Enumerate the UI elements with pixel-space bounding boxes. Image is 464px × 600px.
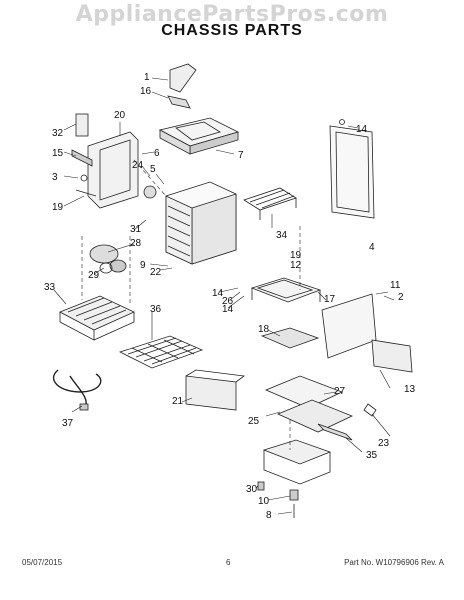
callout-35: 35 bbox=[366, 450, 378, 461]
callout-2: 2 bbox=[398, 292, 404, 303]
part-oven-cavity bbox=[143, 181, 237, 265]
callout-30: 30 bbox=[246, 484, 258, 495]
callout-36: 36 bbox=[150, 304, 162, 315]
alignment-lines bbox=[81, 159, 301, 450]
callout-24: 24 bbox=[132, 160, 144, 171]
part-convection-motor bbox=[89, 244, 127, 274]
part-wire-harness bbox=[52, 369, 102, 411]
part-base-plate bbox=[264, 375, 354, 433]
callout-19: 19 bbox=[290, 250, 302, 261]
callout-11: 11 bbox=[390, 280, 401, 291]
callout-16: 16 bbox=[140, 86, 152, 97]
watermark: AppliancePartsPros.com bbox=[75, 2, 389, 27]
callout-25: 25 bbox=[248, 416, 260, 427]
callout-29: 29 bbox=[88, 270, 100, 281]
callout-8: 8 bbox=[266, 510, 272, 521]
callout-26: 26 bbox=[222, 296, 234, 307]
callout-9: 9 bbox=[140, 260, 146, 271]
callout-19: 19 bbox=[52, 202, 64, 213]
callout-10: 10 bbox=[258, 496, 270, 507]
callout-13: 13 bbox=[404, 384, 416, 395]
callout-23: 23 bbox=[378, 438, 390, 449]
callout-28: 28 bbox=[130, 238, 142, 249]
footer-page-number: 6 bbox=[226, 558, 231, 567]
footer-date: 05/07/2015 bbox=[22, 558, 63, 567]
callout-14: 14 bbox=[0, 0, 12, 3]
part-drawer bbox=[185, 369, 246, 411]
part-small-rack bbox=[243, 187, 297, 220]
callout-32: 32 bbox=[52, 128, 64, 139]
callout-27: 27 bbox=[334, 386, 346, 397]
part-back-panel bbox=[321, 293, 413, 373]
callout-15: 15 bbox=[52, 148, 64, 159]
page-title: CHASSIS PARTS bbox=[161, 22, 303, 39]
callout-33: 33 bbox=[44, 282, 56, 293]
leader-lines bbox=[53, 77, 395, 515]
callout-21: 21 bbox=[172, 396, 184, 407]
part-burner-bracket bbox=[317, 403, 377, 441]
callout-1: 1 bbox=[144, 72, 150, 83]
callout-12: 12 bbox=[290, 260, 302, 271]
callout-31: 31 bbox=[130, 224, 142, 235]
part-broiler-rack bbox=[59, 295, 135, 341]
part-oven-rack bbox=[118, 335, 204, 369]
callout-3: 3 bbox=[52, 172, 58, 183]
callout-22: 22 bbox=[150, 267, 162, 278]
callout-4: 4 bbox=[369, 242, 375, 253]
part-top-bracket bbox=[167, 63, 197, 109]
callout-20: 20 bbox=[114, 110, 126, 121]
part-side-panel bbox=[71, 113, 139, 209]
callout-14: 14 bbox=[222, 304, 234, 315]
part-burner-box bbox=[158, 117, 240, 155]
callout-14: 14 bbox=[356, 124, 368, 135]
footer-part-number: Part No. W10796906 Rev. A bbox=[344, 558, 444, 567]
callout-5: 5 bbox=[150, 164, 156, 175]
callout-6: 6 bbox=[154, 148, 160, 159]
callout-37: 37 bbox=[62, 418, 74, 429]
callout-34: 34 bbox=[276, 230, 288, 241]
part-broil-pan bbox=[250, 277, 322, 349]
callout-14: 14 bbox=[212, 288, 224, 299]
callout-18: 18 bbox=[258, 324, 270, 335]
callout-7: 7 bbox=[238, 150, 244, 161]
part-door-frame bbox=[329, 119, 375, 219]
callout-17: 17 bbox=[324, 294, 336, 305]
